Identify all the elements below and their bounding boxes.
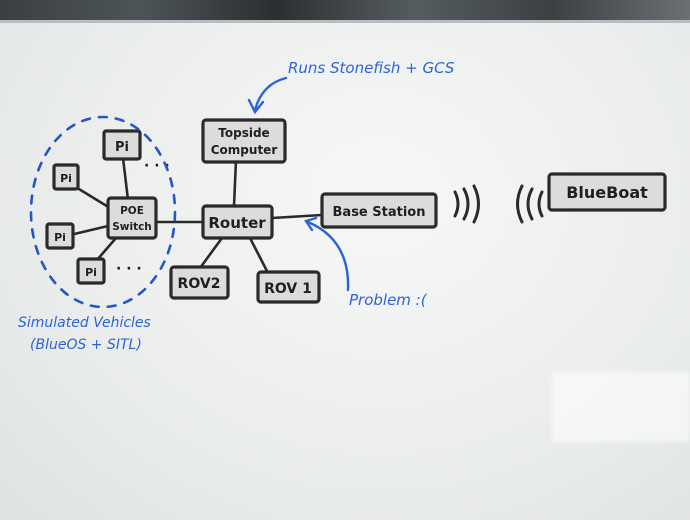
wireless-waves-icon — [453, 184, 544, 224]
pi-bottom-box: Pi — [76, 257, 106, 285]
runs-stonefish-annotation: Runs Stonefish + GCS — [288, 59, 455, 77]
poe-switch-label-line1: POE — [120, 205, 144, 217]
link-router-rov2 — [198, 236, 224, 270]
simulated-vehicles-annotation-line2: (BlueOS + SITL) — [30, 337, 142, 353]
board-glare — [552, 372, 690, 442]
base-station-box: Base Station — [320, 192, 438, 229]
router-box: Router — [201, 204, 274, 240]
simulated-vehicles-enclosure — [29, 115, 177, 309]
pi-bottom-label: Pi — [85, 266, 97, 279]
link-switch-pi-bottom — [95, 236, 118, 262]
topside-label-line1: Topside — [218, 126, 269, 140]
rov1-label: ROV 1 — [264, 281, 312, 297]
link-switch-pi-top — [121, 156, 130, 202]
topside-box: Topside Computer — [201, 118, 287, 164]
pi-left-label: Pi — [60, 172, 72, 185]
link-switch-pi-mid — [68, 224, 110, 237]
arrow-problem-head — [304, 216, 318, 232]
topside-label-line2: Computer — [211, 143, 278, 157]
rov2-box: ROV2 — [169, 265, 230, 300]
ellipsis-bottom: · · · — [116, 261, 142, 277]
pi-top-label: Pi — [115, 140, 129, 155]
pi-mid-box: Pi — [45, 222, 75, 250]
base-station-label: Base Station — [333, 205, 426, 220]
pi-top-box: Pi — [102, 129, 142, 161]
link-router-base-station — [270, 213, 324, 220]
pi-left-box: Pi — [52, 163, 80, 191]
link-router-topside — [232, 158, 238, 208]
problem-annotation: Problem :( — [349, 291, 428, 309]
poe-switch-label-line2: Switch — [112, 221, 152, 233]
rov1-box: ROV 1 — [256, 270, 321, 304]
router-label: Router — [208, 214, 266, 232]
arrow-runs-head — [247, 98, 265, 115]
link-router-rov1 — [248, 236, 270, 275]
simulated-vehicles-annotation-line1: Simulated Vehicles — [18, 315, 151, 331]
connections — [68, 156, 324, 275]
link-switch-pi-left — [72, 184, 112, 210]
poe-switch-box: POE Switch — [106, 196, 158, 240]
blueboat-label: BlueBoat — [566, 183, 648, 202]
arrow-runs-to-topside — [253, 76, 288, 112]
ellipsis-top: · · · — [144, 158, 170, 174]
rov2-label: ROV2 — [178, 276, 221, 292]
blueboat-box: BlueBoat — [547, 172, 667, 212]
pi-mid-label: Pi — [54, 231, 66, 244]
window-background — [0, 0, 690, 22]
arrow-problem-to-link — [306, 220, 350, 292]
